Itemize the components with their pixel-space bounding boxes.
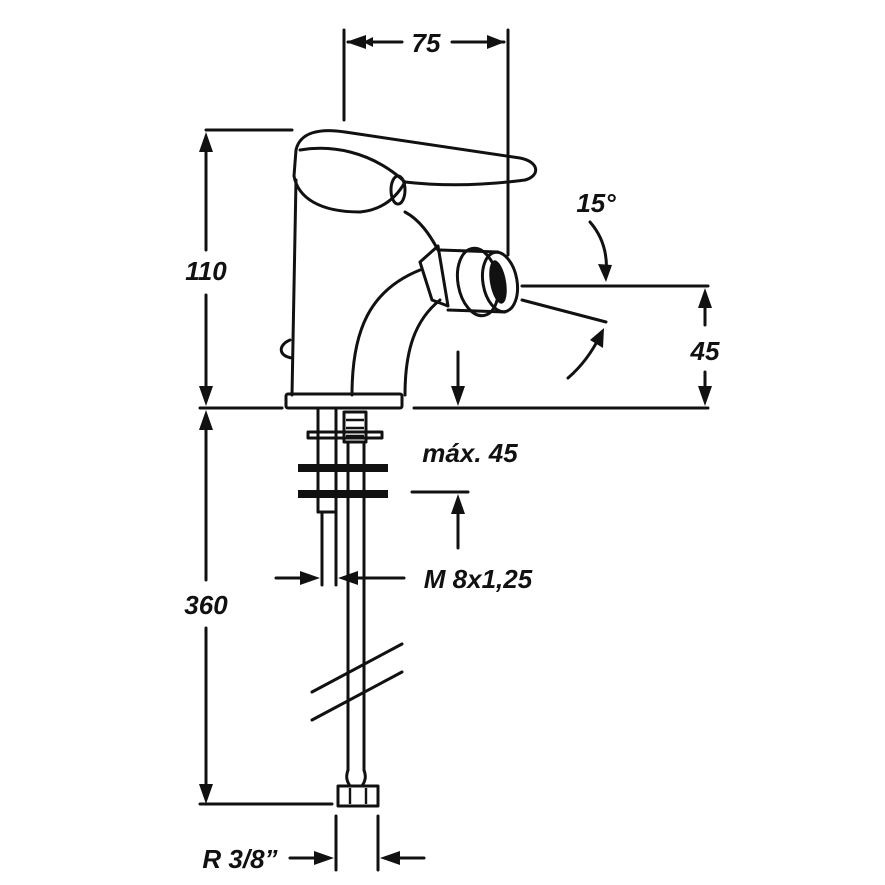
arrowhead [338,571,358,585]
break-line [310,642,404,694]
nozzle-edges [438,248,507,314]
spray-angle-15: 15° [520,188,710,380]
arrowhead [199,784,213,804]
dimension-360: 360 [184,410,334,806]
nozzle-ring-front [480,250,520,314]
hose-ferrule [345,768,367,788]
lever-pivot [389,174,407,206]
washer-middle [298,464,388,472]
hose-nut [336,784,380,808]
arrowhead [451,494,465,514]
dimension-45: 45 [690,288,720,406]
arrowhead [451,386,465,406]
arrowhead [380,851,400,865]
arrowhead [199,132,213,152]
base-flange [284,392,404,410]
nozzle-collar [418,244,450,308]
arrowhead [598,264,612,282]
angle-15-label: 15° [576,188,616,218]
nozzle-outlet [489,260,507,304]
dimension-110: 110 [185,128,294,406]
thread-label: M 8x1,25 [424,564,533,594]
arrowhead [590,328,604,348]
spray-direction-line [520,298,608,324]
dimension-110-label: 110 [185,256,227,286]
mounting-assembly [298,408,404,808]
arrowhead [300,571,320,585]
lever-handle [292,129,538,214]
hose-connector [342,410,368,444]
lever-contour [298,146,407,184]
arrowhead [346,35,366,49]
dimension-45-label: 45 [690,336,720,366]
dimension-connection: R 3/8” [202,814,426,874]
faucet-body [279,129,538,410]
dimension-75: 75 [342,28,510,257]
dimension-max-45: máx. 45 [410,350,518,550]
washer-bottom [298,490,388,498]
arrowhead [698,288,712,308]
arrowhead [314,851,334,865]
arrowhead [698,386,712,406]
washer-top [306,430,384,440]
spout-inner-curve [350,268,422,397]
spout-outer-curve [403,298,442,397]
dimension-thread: M 8x1,25 [274,564,533,594]
pop-up-knob [279,338,294,360]
dimension-360-label: 360 [184,590,228,620]
spout-top [403,210,440,252]
connection-label: R 3/8” [202,844,277,874]
max-45-label: máx. 45 [422,438,518,468]
dimension-75-label: 75 [412,28,441,58]
arrowhead [199,386,213,406]
body-left-edge [290,178,298,397]
arrowhead [199,410,213,430]
break-line [310,670,404,722]
